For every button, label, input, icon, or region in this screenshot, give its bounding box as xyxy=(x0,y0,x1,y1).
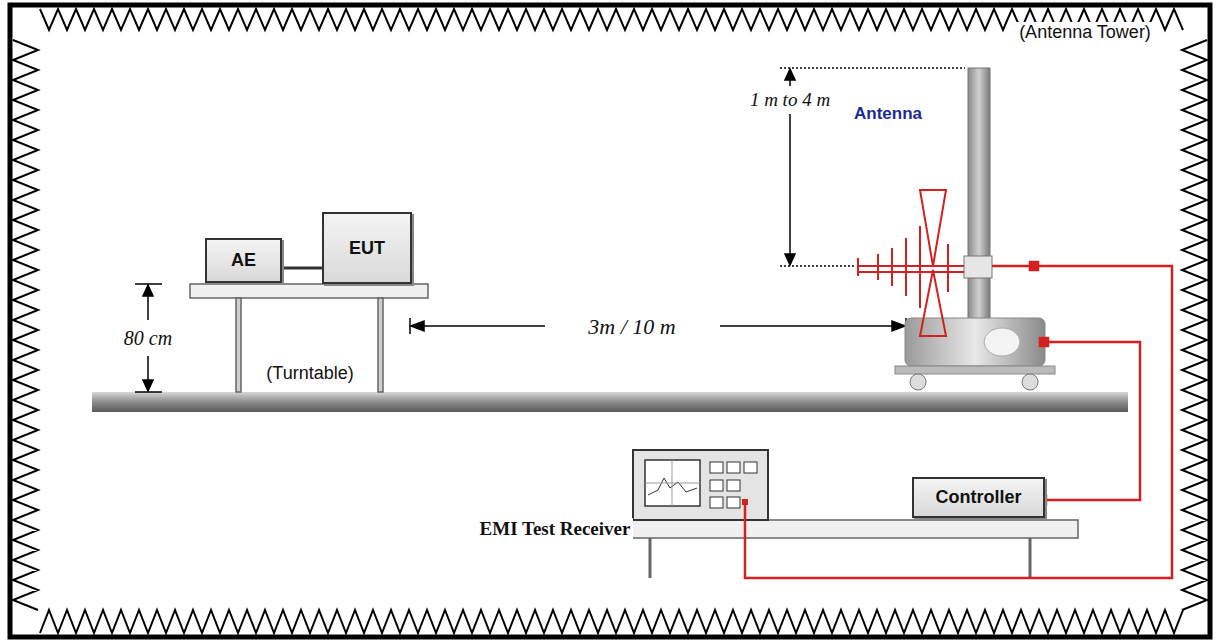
receiver-table xyxy=(597,520,1078,578)
box-label: EUT xyxy=(349,238,385,259)
connecting-cable xyxy=(282,267,322,270)
distance-label: 3m / 10 m xyxy=(585,314,678,340)
dimension-label: 1 m to 4 m xyxy=(747,89,833,111)
turntable xyxy=(190,284,428,392)
controller-box: Controller xyxy=(912,477,1045,518)
box-label: Controller xyxy=(935,487,1021,508)
rf-cables xyxy=(745,262,1172,578)
ground-plane xyxy=(92,392,1128,412)
emi-test-receiver xyxy=(633,450,768,520)
antenna-label: Antenna xyxy=(851,104,925,124)
log-periodic-antenna xyxy=(858,190,964,336)
eut-box: EUT xyxy=(322,212,412,284)
absorber-cones xyxy=(13,9,1207,633)
receiver-label: EMI Test Receiver xyxy=(477,518,634,540)
turntable-label: (Turntable) xyxy=(263,363,356,384)
tower-label: (Antenna Tower) xyxy=(1016,22,1154,43)
auxiliary-equipment-box: AE xyxy=(205,238,282,283)
dimension-label: 80 cm xyxy=(121,327,175,350)
chamber-wall xyxy=(10,5,1210,637)
box-label: AE xyxy=(231,250,256,271)
